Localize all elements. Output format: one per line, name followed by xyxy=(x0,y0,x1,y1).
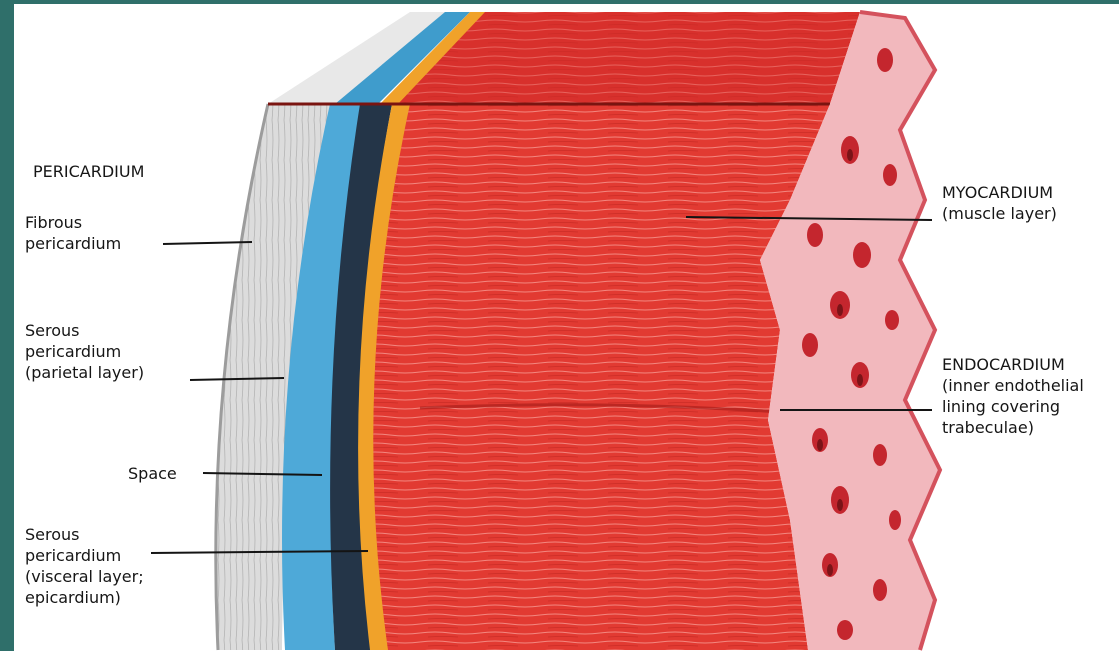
pericardium-heading: PERICARDIUM xyxy=(33,161,144,182)
leader-fibrous xyxy=(163,242,252,244)
label-myocardium: MYOCARDIUM (muscle layer) xyxy=(942,182,1057,224)
label-endocardium: ENDOCARDIUM (inner endothelial lining co… xyxy=(942,354,1084,438)
label-serous-visceral: Serous pericardium (visceral layer; epic… xyxy=(25,524,144,608)
label-serous-parietal: Serous pericardium (parietal layer) xyxy=(25,320,144,383)
myocardium-fibers xyxy=(373,104,830,650)
label-space: Space xyxy=(128,463,177,484)
label-fibrous-pericardium: Fibrous pericardium xyxy=(25,212,121,254)
